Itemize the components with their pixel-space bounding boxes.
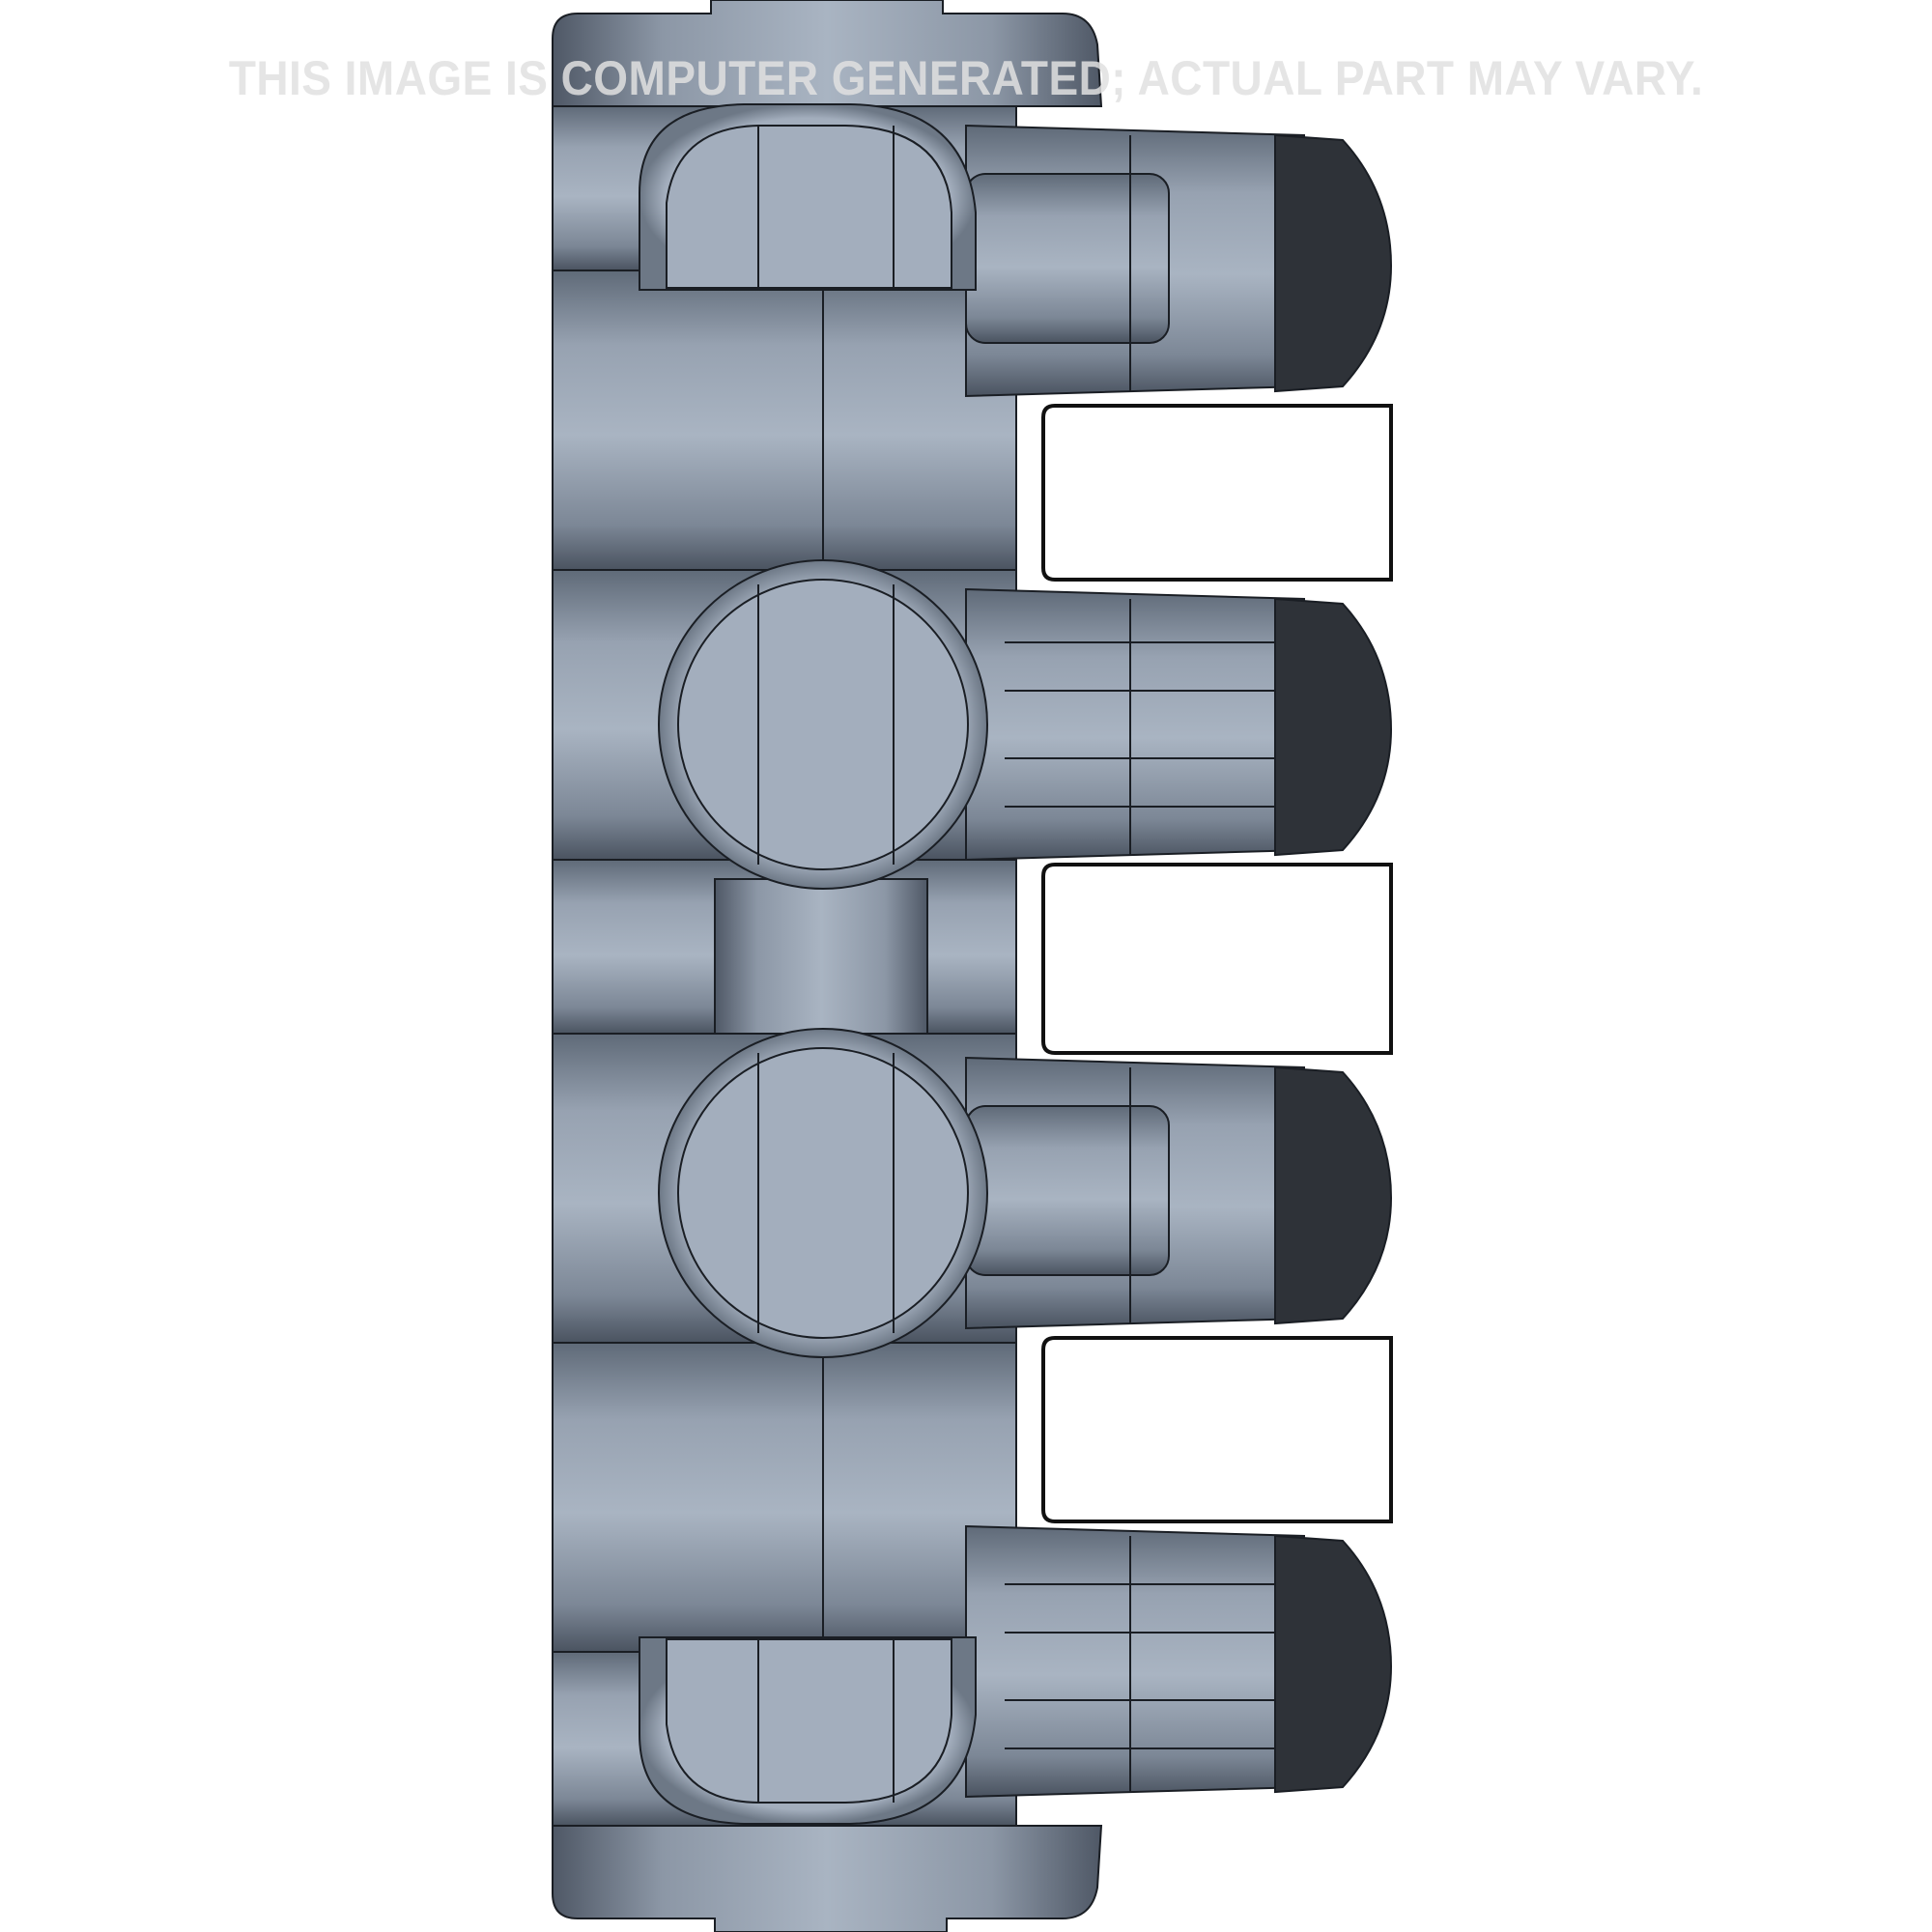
boss-upper (658, 559, 988, 890)
slot-cutouts (1041, 404, 1393, 1523)
boss-top (639, 103, 977, 291)
port-3 (965, 1056, 1393, 1330)
boss-lower (658, 1028, 988, 1358)
port-4 (965, 1524, 1393, 1799)
port-2 (965, 587, 1393, 862)
port-1 (965, 124, 1393, 398)
boss-bottom (639, 1636, 977, 1825)
